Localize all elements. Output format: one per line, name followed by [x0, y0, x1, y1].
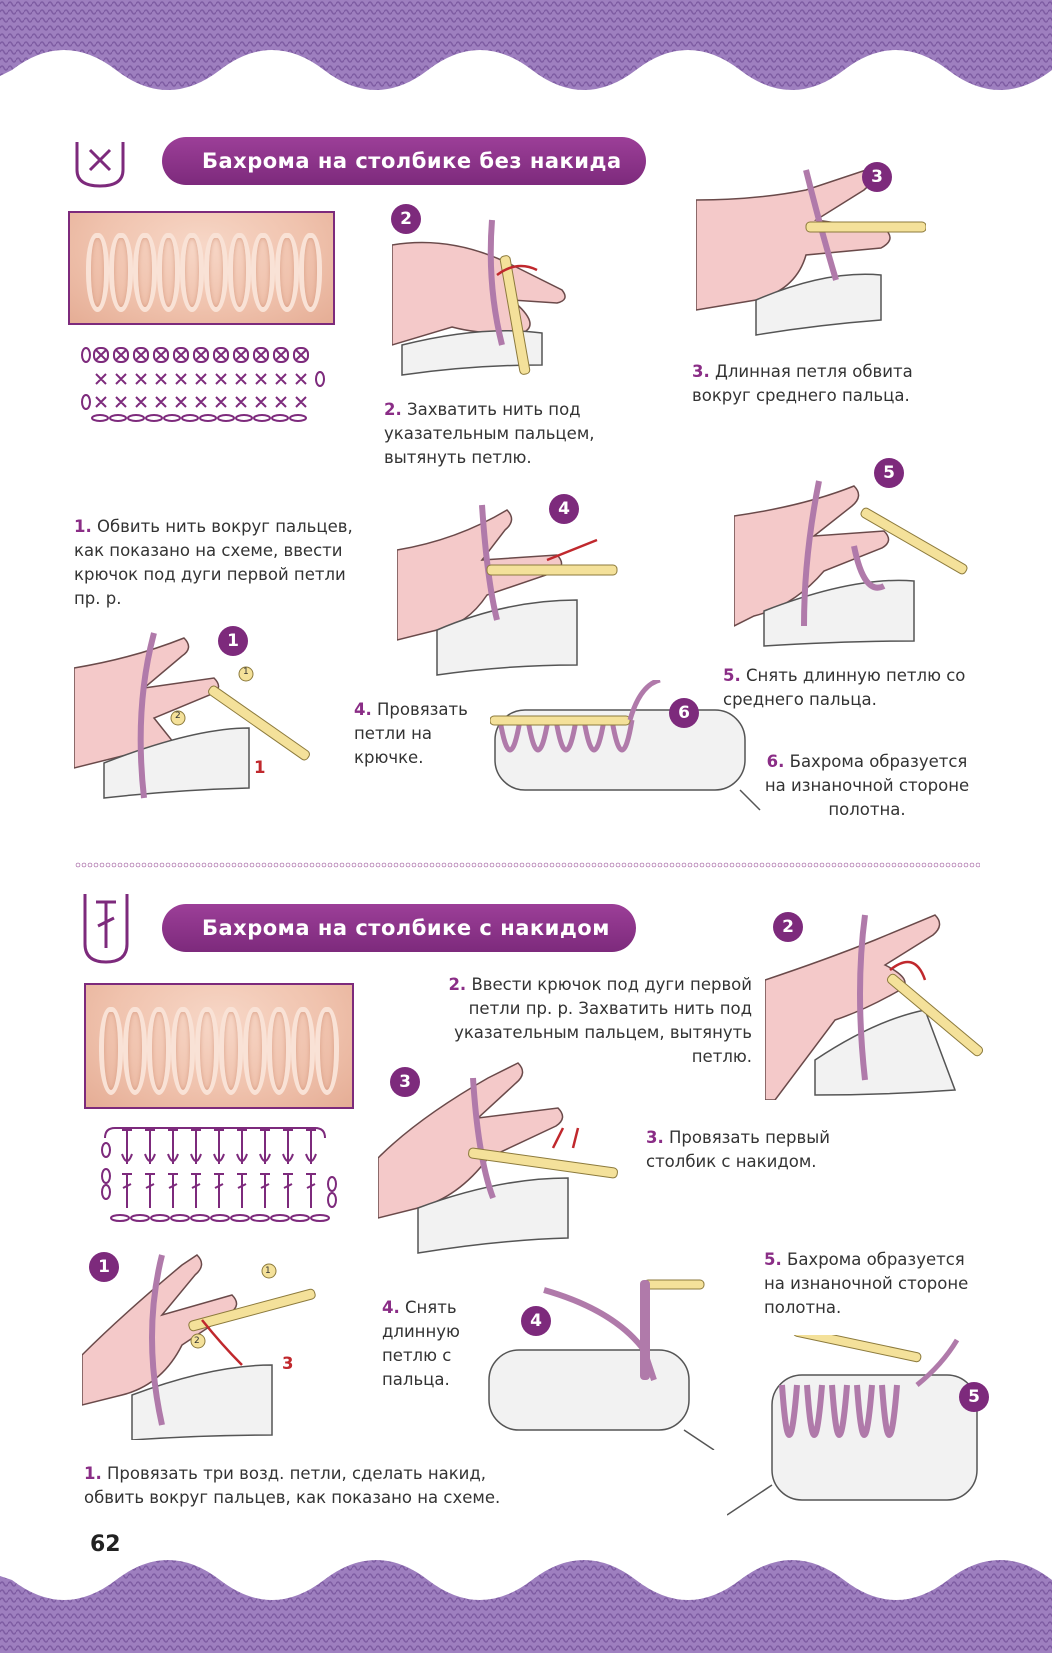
section2-step2-illustration [765, 914, 984, 1100]
double-crochet-symbol-icon [83, 894, 129, 964]
section1-step1-illustration [74, 632, 310, 799]
section1-loop-label: 1 [254, 758, 266, 777]
section2-step2-caption: 2. Ввести крючок под дуги первой петли п… [448, 975, 752, 1066]
section2-step2-badge: 2 [773, 912, 803, 942]
section2-title: Бахрома на столбике с накидом [162, 904, 636, 952]
section1-hook-mark-2: 2 [175, 711, 181, 721]
section1-stitch-chart [81, 347, 325, 422]
section1-step3-caption: 3. Длинная петля обвита вокруг среднего … [692, 362, 913, 405]
section2-step1-caption: 1. Провязать три возд. петли, сделать на… [84, 1464, 501, 1507]
section1-step6-illustration [490, 680, 761, 811]
section2-stitch-chart [101, 1127, 337, 1222]
section2-chain-label: 3 [282, 1354, 294, 1373]
section1-step4-caption: 4. Провязать петли на крючке. [354, 700, 468, 767]
bottom-wave-border [0, 1560, 1052, 1653]
section1-step4-illustration [397, 504, 618, 676]
section2-step5-badge: 5 [959, 1382, 989, 1412]
section1-step6-badge: 6 [669, 698, 699, 728]
section2-step3-caption: 3. Провязать первый столбик с накидом. [646, 1128, 830, 1171]
page-number: 62 [90, 1532, 121, 1557]
section2-step4-illustration [488, 1279, 715, 1450]
section2-step5-illustration [727, 1335, 978, 1516]
section1-hook-mark-1: 1 [243, 667, 249, 677]
section1-step1-caption: 1. Обвить нить вокруг пальцев, как показ… [74, 517, 353, 608]
section1-step5-caption: 5. Снять длинную петлю со среднего пальц… [723, 666, 966, 709]
section2-step5-caption: 5. Бахрома образуется на изнаночной стор… [764, 1250, 969, 1317]
section2-step1-badge: 1 [89, 1252, 119, 1282]
section1-step5-badge: 5 [874, 458, 904, 488]
top-wave-border [0, 0, 1052, 90]
section2-hook-mark-2: 2 [194, 1336, 200, 1346]
section2-step4-caption: 4. Снять длинную петлю с пальца. [382, 1298, 460, 1389]
single-crochet-symbol-icon [75, 142, 125, 188]
section2-step3-badge: 3 [390, 1067, 420, 1097]
section2-hook-mark-1: 1 [265, 1266, 271, 1276]
section1-step3-illustration [696, 169, 926, 336]
section1-step6-caption: 6. Бахрома образуется на изнаночной стор… [764, 752, 970, 819]
section1-step2-illustration [392, 219, 566, 376]
section2-step3-illustration [378, 1062, 618, 1254]
section-divider [75, 862, 980, 868]
section1-step2-badge: 2 [391, 204, 421, 234]
section2-step4-badge: 4 [521, 1306, 551, 1336]
section1-step2-caption: 2. Захватить нить под указательным пальц… [384, 400, 595, 467]
section1-fringe-photo [68, 211, 335, 325]
section1-step5-illustration [734, 480, 968, 647]
section1-step4-badge: 4 [549, 494, 579, 524]
section1-step3-badge: 3 [862, 162, 892, 192]
section2-step1-illustration [82, 1254, 316, 1440]
section2-fringe-photo [84, 983, 354, 1109]
section1-title: Бахрома на столбике без накида [162, 137, 646, 185]
section1-step1-badge: 1 [218, 626, 248, 656]
